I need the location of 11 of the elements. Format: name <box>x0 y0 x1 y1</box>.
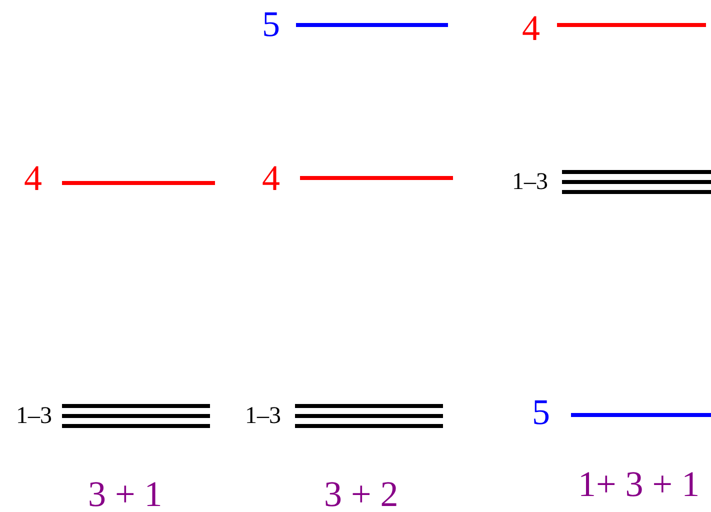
transition-label: 3 + 2 <box>324 476 398 512</box>
level-number: 1–3 <box>245 404 281 428</box>
transition-label: 3 + 1 <box>88 476 162 512</box>
level-number: 4 <box>522 10 540 46</box>
level-number: 4 <box>262 160 280 196</box>
level-number: 1–3 <box>16 404 52 428</box>
level-number: 5 <box>262 6 280 42</box>
level-number: 5 <box>532 394 550 430</box>
level-number: 1–3 <box>512 170 548 194</box>
transition-label: 1+ 3 + 1 <box>578 466 700 502</box>
level-number: 4 <box>24 160 42 196</box>
